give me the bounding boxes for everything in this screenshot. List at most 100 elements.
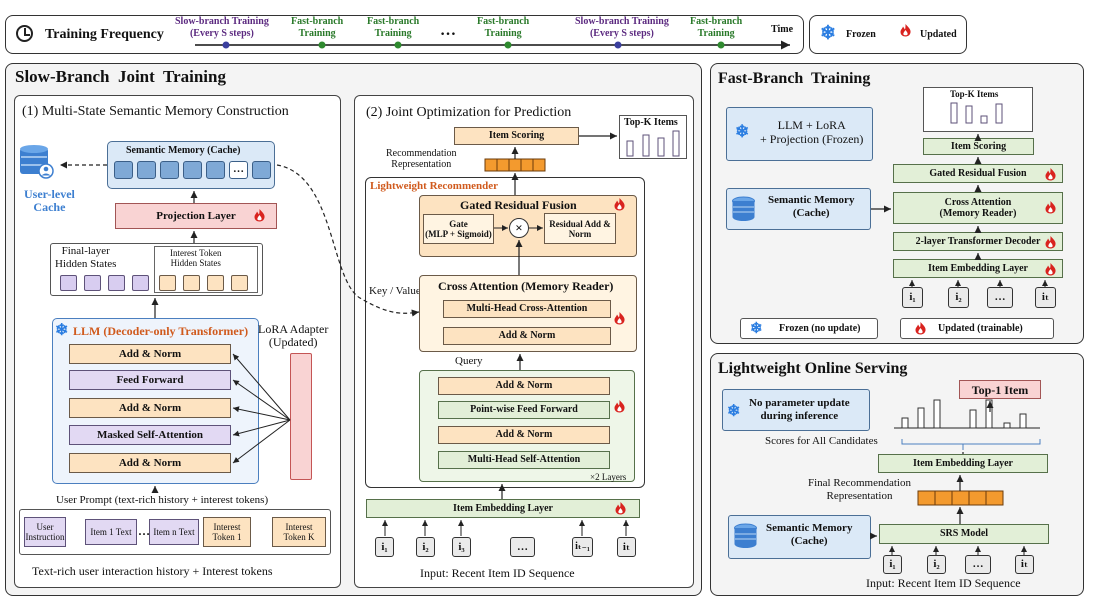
no-update-box <box>722 389 870 431</box>
input-caption: Input: Recent Item ID Sequence <box>420 566 575 580</box>
fast-snowflake-icon: ❄ <box>735 122 750 141</box>
serving-input-2: i₂ <box>927 555 946 574</box>
llm-feed-forward: Feed Forward <box>69 370 231 390</box>
interest-token-state <box>183 275 200 291</box>
serving-snowflake-icon: ❄ <box>727 403 741 420</box>
gate-mlp: Gate (MLP + Sigmoid) <box>423 214 494 244</box>
timeline-slow-1: Slow-branch Training (Every S steps) <box>175 16 269 39</box>
llm-masked-attention: Masked Self-Attention <box>69 425 231 445</box>
fast-cross-attention: Cross Attention (Memory Reader) <box>893 192 1063 224</box>
timeline-time-label: Time <box>771 24 794 35</box>
section-1-title: (1) Multi-State Semantic Memory Construc… <box>22 104 289 119</box>
section-2-title: (2) Joint Optimization for Prediction <box>366 105 572 120</box>
grf-title: Gated Residual Fusion <box>460 198 577 212</box>
llm-frozen-box <box>726 107 873 161</box>
input-item-3: i₃ <box>452 537 471 557</box>
cache-slot <box>252 161 271 179</box>
llm-title: LLM (Decoder-only Transformer) <box>73 324 249 338</box>
fast-item-embedding: Item Embedding Layer <box>893 259 1063 278</box>
serving-database-icon <box>734 523 757 548</box>
timeline-fast-2: Fast-branch Training <box>367 16 420 39</box>
hidden-state-token <box>60 275 77 291</box>
timeline-bar <box>5 15 804 54</box>
legend-frozen: Frozen <box>846 29 876 40</box>
timeline-fast-4: Fast-branch Training <box>690 16 743 39</box>
interest-token-state <box>207 275 224 291</box>
llm-add-norm-2: Add & Norm <box>69 398 231 418</box>
fast-branch-title: Fast-Branch Training <box>718 70 871 87</box>
fast-input-1: i₁ <box>902 287 923 308</box>
mhsa: Multi-Head Self-Attention <box>438 451 610 469</box>
input-item-t: iₜ <box>617 537 636 557</box>
layers-label: ×2 Layers <box>590 472 627 482</box>
pwff: Point-wise Feed Forward <box>438 401 610 419</box>
legend-top <box>809 15 967 54</box>
cache-slot <box>114 161 133 179</box>
fast-topk-box <box>923 87 1033 132</box>
serving-input-t: iₜ <box>1015 555 1034 574</box>
no-update-label: No parameter update during inference <box>749 397 850 422</box>
cache-slot <box>137 161 156 179</box>
lora-adapter <box>290 353 312 480</box>
user-level-cache-label: User-level Cache <box>24 187 75 214</box>
legend-snowflake-icon: ❄ <box>750 321 763 337</box>
slow-branch-title: Slow-Branch Joint Training <box>15 67 226 86</box>
serving-input-dots: … <box>965 555 991 574</box>
timeline-slow-2: Slow-branch Training (Every S steps) <box>575 16 669 39</box>
serving-input-1: i₁ <box>883 555 902 574</box>
timeline-label: Training Frequency <box>45 27 164 42</box>
cross-add-norm: Add & Norm <box>443 327 611 345</box>
cache-slot <box>206 161 225 179</box>
lora-label: LoRA Adapter (Updated) <box>258 322 329 349</box>
prompt-interest-k: Interest Token K <box>272 517 326 547</box>
llm-add-norm-1: Add & Norm <box>69 344 231 364</box>
semantic-memory-label: Semantic Memory (Cache) <box>126 145 241 156</box>
stack-add-norm-1: Add & Norm <box>438 377 610 395</box>
fast-input-dots: … <box>987 287 1013 308</box>
fast-decoder: 2-layer Transformer Decoder <box>893 232 1063 251</box>
lw-rec-title: Lightweight Recommender <box>370 180 499 192</box>
interest-hidden-label: Interest Token Hidden States <box>170 248 222 268</box>
interest-token-state <box>159 275 176 291</box>
clock-hand <box>24 28 26 35</box>
interest-token-state <box>231 275 248 291</box>
fast-item-scoring: Item Scoring <box>923 138 1034 155</box>
item-embedding-layer: Item Embedding Layer <box>366 499 640 518</box>
cache-slot-dots: … <box>229 161 248 179</box>
timeline-fast-1: Fast-branch Training <box>291 16 344 39</box>
multiply-icon: × <box>509 218 529 238</box>
hidden-state-token <box>84 275 101 291</box>
fast-topk-label: Top-K Items <box>950 89 999 99</box>
item-scoring: Item Scoring <box>454 127 579 145</box>
legend-updated: Updated <box>920 29 957 40</box>
input-item-1: i₁ <box>375 537 394 557</box>
fast-grf: Gated Residual Fusion <box>893 164 1063 183</box>
prompt-item-n: Item n Text <box>149 519 199 545</box>
fast-semantic-memory-label: Semantic Memory (Cache) <box>768 194 855 219</box>
fast-input-2: i₂ <box>948 287 969 308</box>
clock-hand2 <box>24 34 30 36</box>
fast-database-icon-front <box>732 196 755 221</box>
database-icon <box>20 145 54 179</box>
prompt-item-1: Item 1 Text <box>85 519 137 545</box>
scores-label: Scores for All Candidates <box>765 435 878 447</box>
prompt-interest-1: Interest Token 1 <box>203 517 251 547</box>
fast-input-t: iₜ <box>1035 287 1056 308</box>
final-layer-label: Final-layer Hidden States <box>55 245 117 270</box>
projection-layer: Projection Layer <box>115 203 277 229</box>
input-item-2: i₂ <box>416 537 435 557</box>
cache-slot <box>183 161 202 179</box>
final-rec-label: Final Recommendation Representation <box>808 477 911 502</box>
stack-add-norm-2: Add & Norm <box>438 426 610 444</box>
serving-title: Lightweight Online Serving <box>718 360 908 377</box>
residual-add-norm: Residual Add & Norm <box>544 213 616 244</box>
mhca: Multi-Head Cross-Attention <box>443 300 611 318</box>
snowflake-icon: ❄ <box>820 23 836 44</box>
query-label: Query <box>455 355 483 367</box>
fast-legend-updated <box>900 318 1054 339</box>
cross-attention-title: Cross Attention (Memory Reader) <box>438 279 614 293</box>
prompt-dots: … <box>138 524 150 538</box>
bottom-caption: Text-rich user interaction history + Int… <box>32 564 273 578</box>
rec-repr-label: Recommendation Representation <box>386 148 457 170</box>
fast-legend-updated-label: Updated (trainable) <box>938 323 1023 334</box>
